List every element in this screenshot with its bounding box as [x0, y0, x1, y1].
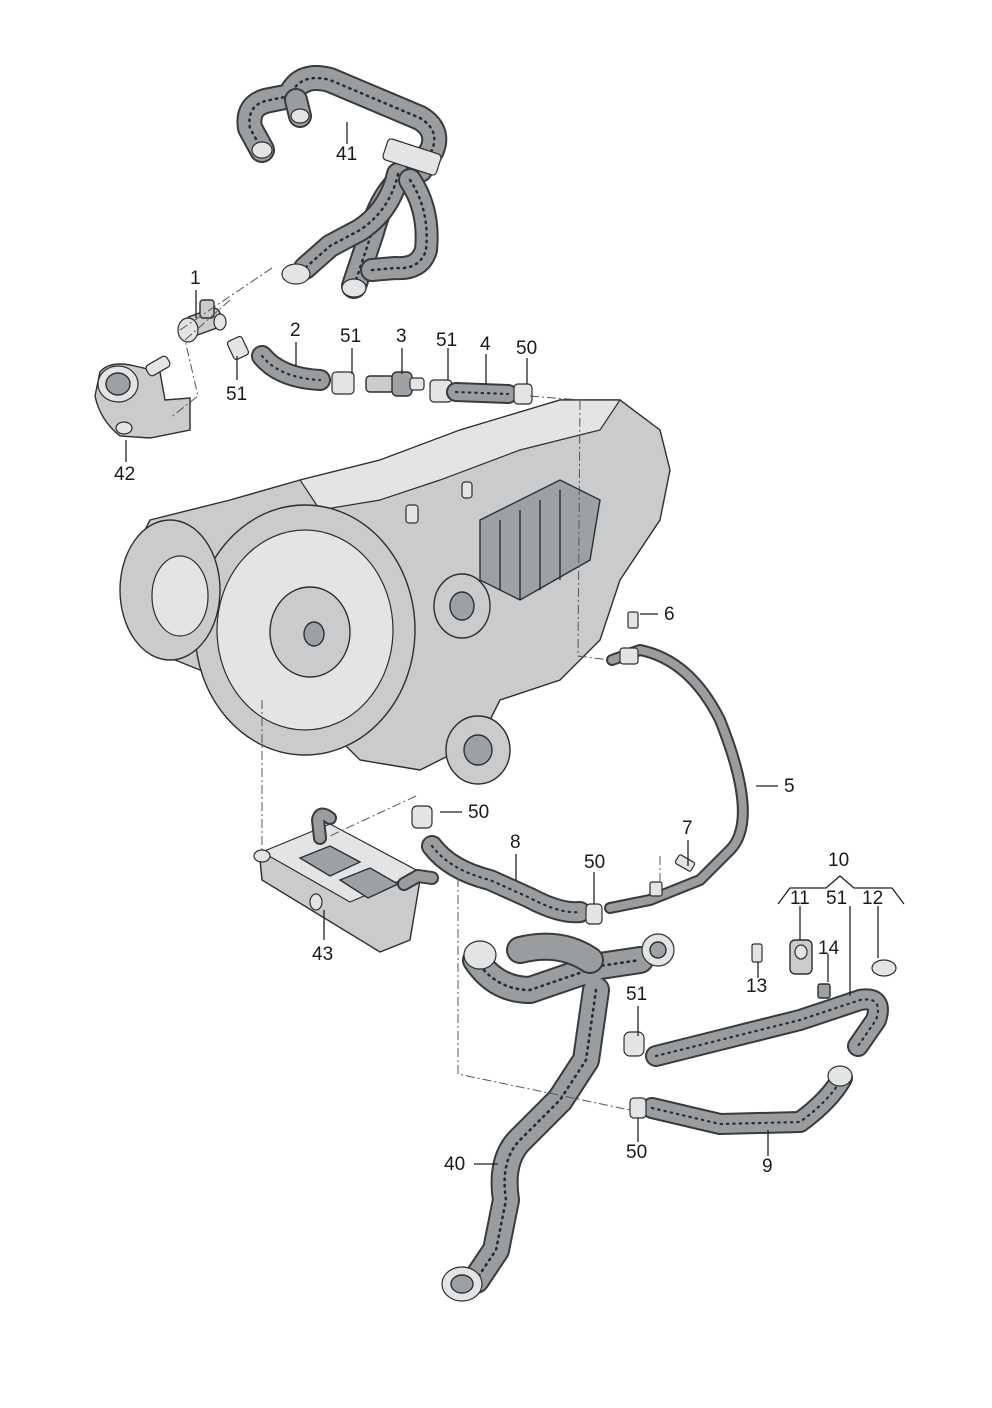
callout-42: 42 [114, 464, 135, 485]
assembly-lines [169, 267, 661, 1111]
callout-6: 6 [664, 604, 675, 625]
bolt-7 [674, 854, 696, 872]
callout-4: 4 [480, 334, 491, 355]
valve-assembly-3 [331, 371, 453, 403]
callout-51-c: 51 [436, 330, 457, 351]
callout-2: 2 [290, 320, 301, 341]
callout-51-e: 51 [626, 984, 647, 1005]
callout-50-b: 50 [468, 802, 489, 823]
hose-2 [251, 345, 331, 391]
callout-51-a: 51 [226, 384, 247, 405]
bolt-6 [627, 611, 639, 629]
callout-8: 8 [510, 832, 521, 853]
callout-9: 9 [762, 1156, 773, 1177]
callout-13: 13 [746, 976, 767, 997]
gearbox-housing [119, 399, 671, 785]
coolant-hose-8 [411, 805, 603, 925]
nut-14 [817, 983, 831, 999]
callout-40: 40 [444, 1154, 465, 1175]
callout-1: 1 [190, 268, 201, 289]
callout-50-a: 50 [516, 338, 537, 359]
oil-cooler-43 [253, 807, 439, 953]
callout-50-d: 50 [626, 1142, 647, 1163]
callout-41: 41 [336, 144, 357, 165]
callout-50-c: 50 [584, 852, 605, 873]
bolt-13 [751, 943, 763, 963]
hose-clip-50-a [513, 383, 533, 405]
coolant-hose-right [623, 988, 889, 1067]
callout-14: 14 [818, 938, 840, 959]
coolant-hose-9 [629, 1065, 853, 1135]
hose-clip-12 [871, 959, 897, 977]
t-piece-1 [177, 299, 227, 343]
holder-bracket-11 [789, 939, 813, 975]
callout-labels: 1 2 3 4 5 6 7 8 9 10 11 12 13 14 40 41 4… [114, 144, 883, 1177]
callout-10: 10 [828, 850, 849, 871]
callout-3: 3 [396, 326, 407, 347]
callout-11: 11 [790, 888, 810, 909]
coolant-flange-42 [94, 355, 191, 439]
leader-lines [125, 122, 905, 1165]
callout-51-b: 51 [340, 326, 361, 347]
coolant-pipe-5 [604, 644, 749, 914]
coolant-hose-41 [236, 65, 448, 299]
coolant-hose-40 [441, 932, 675, 1302]
hose-4 [446, 382, 518, 404]
callout-12: 12 [862, 888, 883, 909]
callout-5: 5 [784, 776, 795, 797]
callout-43: 43 [312, 944, 333, 965]
hose-clip-51-a [226, 335, 250, 361]
callout-51-d: 51 [826, 888, 847, 909]
callout-7: 7 [682, 818, 693, 839]
